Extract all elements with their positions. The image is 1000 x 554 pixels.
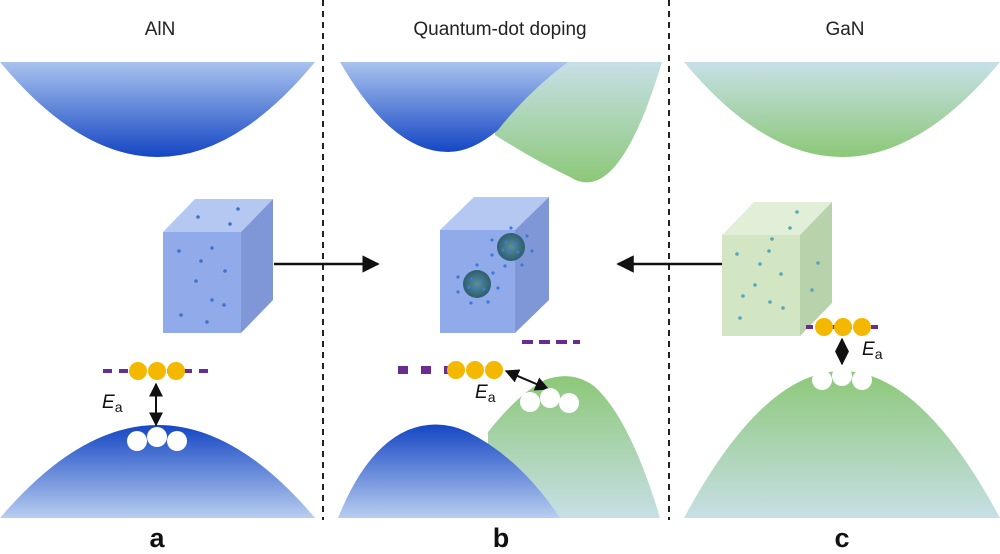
- panel-title-aln: AlN: [144, 19, 176, 40]
- panel-title-gan: GaN: [825, 19, 865, 40]
- qd-holes: [520, 388, 579, 413]
- activation-energy-label-aln: Ea: [102, 392, 123, 415]
- panel-letter-c: c: [834, 523, 850, 553]
- aln-conduction-band: [0, 62, 315, 157]
- panel-letter-a: a: [149, 523, 165, 553]
- qd-gan-conduction-band: [495, 62, 662, 183]
- panel-letter-b: b: [492, 523, 510, 553]
- qd-crystal-cube: [440, 197, 549, 333]
- panel-a: [0, 62, 315, 518]
- panel-b: [338, 62, 662, 518]
- quantum-dot-1: [490, 226, 534, 268]
- qd-aln-conduction-band: [340, 62, 568, 152]
- gan-electrons: [815, 318, 871, 336]
- aln-valence-band: [0, 425, 315, 518]
- panel-c: [684, 62, 1000, 518]
- qd-electrons: [447, 361, 503, 379]
- aln-crystal-cube: [163, 199, 273, 333]
- qd-aln-valence-band: [338, 424, 560, 518]
- qd-activation-arrow: [504, 369, 550, 391]
- gan-crystal-cube: [722, 202, 832, 336]
- aln-electrons: [129, 362, 185, 380]
- activation-energy-label-qd: Ea: [475, 382, 496, 405]
- activation-energy-label-gan: Ea: [862, 339, 883, 362]
- gan-conduction-band: [684, 62, 1000, 157]
- gan-valence-band: [684, 371, 1000, 518]
- aln-holes: [127, 427, 187, 451]
- panel-title-quantum-dot-doping: Quantum-dot doping: [413, 19, 587, 40]
- quantum-dot-2: [456, 263, 500, 305]
- gan-holes: [812, 366, 872, 390]
